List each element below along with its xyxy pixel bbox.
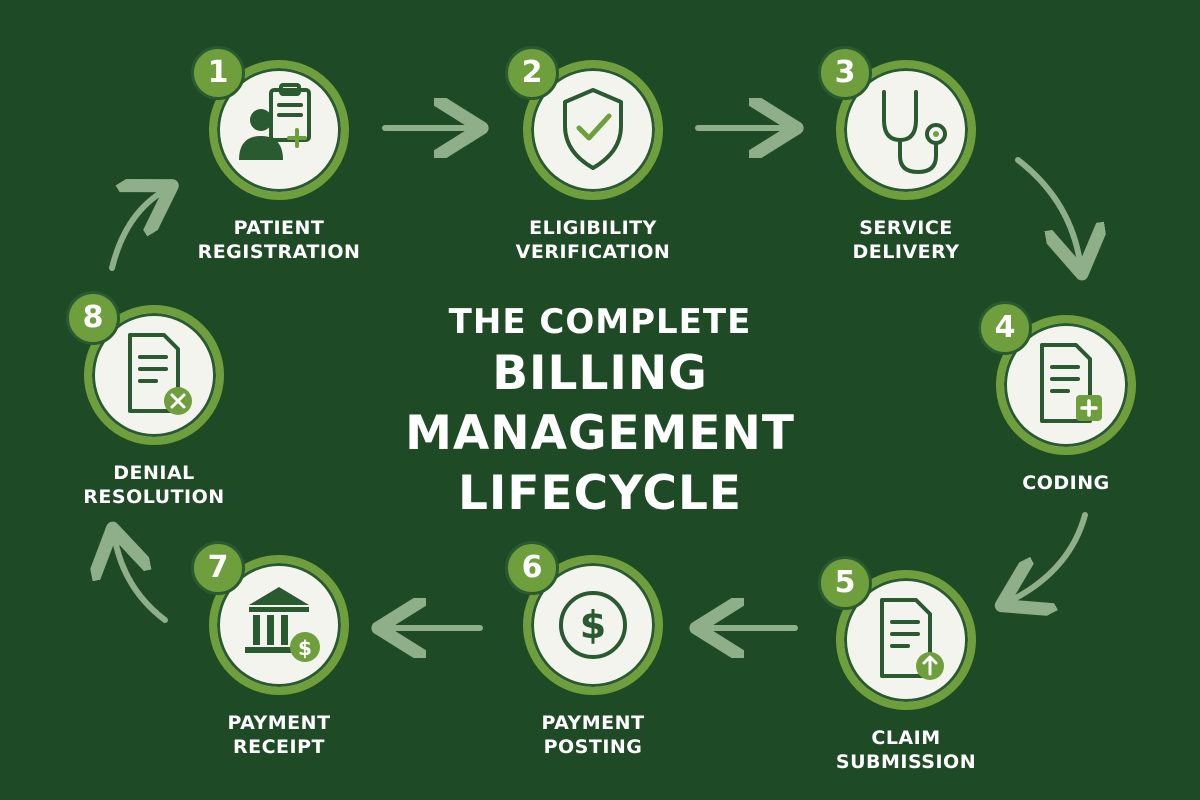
step-label-line: POSTING bbox=[543, 736, 643, 758]
document-x-icon bbox=[128, 333, 192, 415]
step-label-line: ELIGIBILITY bbox=[529, 217, 657, 239]
step-label-line: PATIENT bbox=[233, 217, 325, 239]
step-label: CLAIM SUBMISSION bbox=[796, 726, 1016, 774]
step-label-line: DENIAL bbox=[113, 462, 195, 484]
stethoscope-icon bbox=[882, 90, 947, 174]
arrow-8-to-1 bbox=[109, 192, 162, 271]
step-label-line: DELIVERY bbox=[852, 241, 960, 263]
step-number-badge: 7 bbox=[191, 541, 245, 595]
svg-text:$: $ bbox=[580, 603, 606, 647]
step-label: ELIGIBILITY VERIFICATION bbox=[483, 216, 703, 264]
document-plus-icon bbox=[1040, 343, 1102, 423]
arrow-7-to-8 bbox=[115, 540, 168, 623]
title-line-2: BILLING MANAGEMENT bbox=[405, 346, 795, 461]
step-label-line: REGISTRATION bbox=[197, 241, 361, 263]
step-label-line: CODING bbox=[1022, 472, 1110, 494]
step-label-line: CLAIM bbox=[871, 727, 941, 749]
step-label: CODING bbox=[956, 471, 1176, 495]
step-label-line: SERVICE bbox=[859, 217, 953, 239]
arrow-3-to-4 bbox=[1015, 157, 1080, 262]
step-number-badge: 3 bbox=[818, 46, 872, 100]
step-label: PATIENT REGISTRATION bbox=[169, 216, 389, 264]
arrow-4-to-5 bbox=[1012, 512, 1088, 600]
svg-text:$: $ bbox=[298, 636, 312, 660]
step-label: PAYMENT RECEIPT bbox=[169, 711, 389, 759]
step-label-line: RECEIPT bbox=[233, 736, 325, 758]
step-number-badge: 1 bbox=[191, 46, 245, 100]
patient-clipboard-icon bbox=[239, 83, 311, 160]
step-number-badge: 5 bbox=[818, 556, 872, 610]
bank-dollar-icon: $ bbox=[245, 587, 320, 662]
step-number-badge: 8 bbox=[66, 291, 120, 345]
step-label-line: RESOLUTION bbox=[83, 486, 225, 508]
step-circle bbox=[209, 555, 349, 695]
step-circle bbox=[209, 60, 349, 200]
step-label-line: PAYMENT bbox=[227, 712, 331, 734]
shield-check-icon bbox=[563, 88, 623, 170]
diagram-title: THE COMPLETE BILLING MANAGEMENT LIFECYCL… bbox=[300, 300, 900, 524]
step-number-badge: 6 bbox=[505, 541, 559, 595]
document-upload-icon bbox=[880, 598, 944, 680]
step-number-badge: 2 bbox=[505, 46, 559, 100]
step-label: DENIAL RESOLUTION bbox=[44, 461, 264, 509]
step-label-line: SUBMISSION bbox=[835, 751, 977, 773]
title-line-1: THE COMPLETE bbox=[448, 302, 752, 342]
step-number-badge: 4 bbox=[978, 301, 1032, 355]
step-label-line: VERIFICATION bbox=[515, 241, 671, 263]
step-label: PAYMENT POSTING bbox=[483, 711, 703, 759]
dollar-circle-icon: $ bbox=[559, 591, 627, 659]
step-label: SERVICE DELIVERY bbox=[796, 216, 1016, 264]
step-label-line: PAYMENT bbox=[541, 712, 645, 734]
title-line-3: LIFECYCLE bbox=[457, 466, 743, 521]
